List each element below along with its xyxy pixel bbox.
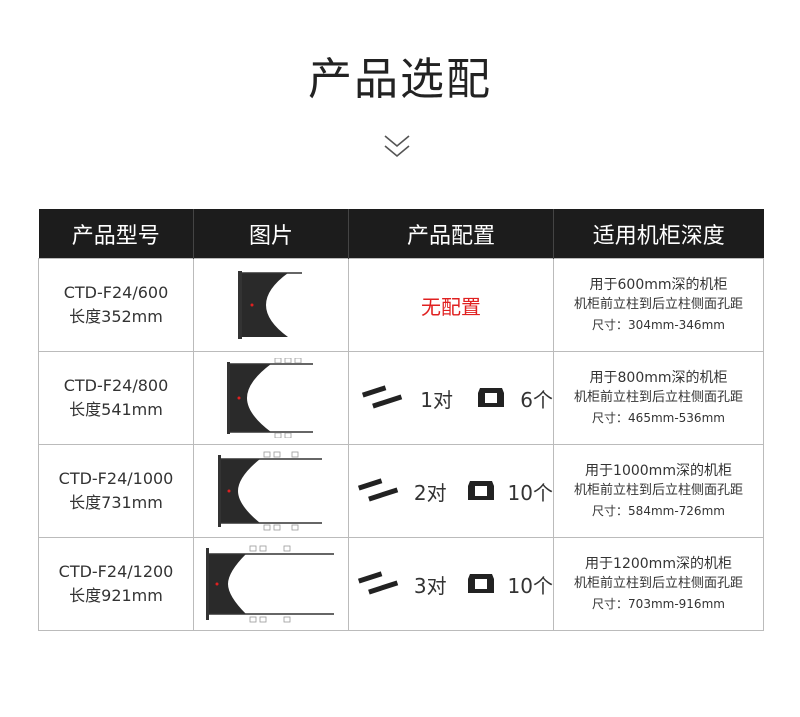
depth-line-1: 用于1000mm深的机柜 bbox=[585, 463, 732, 479]
depth-line-3: 尺寸：584mm-726mm bbox=[592, 504, 725, 518]
header-image: 图片 bbox=[193, 209, 349, 259]
header-model: 产品型号 bbox=[38, 209, 194, 259]
model-length: 长度731mm bbox=[69, 493, 163, 512]
rail-icon bbox=[358, 478, 399, 502]
config-cell: 2对 10个 bbox=[348, 444, 554, 538]
header-config: 产品配置 bbox=[348, 209, 554, 259]
config-cell: 无配置 bbox=[348, 258, 554, 352]
model-length: 长度541mm bbox=[69, 400, 163, 419]
image-cell bbox=[193, 444, 349, 538]
depth-line-2: 机柜前立柱到后立柱侧面孔距 bbox=[573, 483, 743, 498]
model-name: CTD-F24/1000 bbox=[58, 469, 174, 488]
depth-cell: 用于1200mm深的机柜 机柜前立柱到后立柱侧面孔距 尺寸：703mm-916m… bbox=[553, 537, 764, 631]
page-title: 产品选配 bbox=[308, 54, 492, 105]
cable-clip-icon bbox=[468, 574, 495, 593]
depth-line-1: 用于1200mm深的机柜 bbox=[585, 556, 732, 572]
table-row: CTD-F24/1200 长度921mm bbox=[38, 537, 764, 631]
depth-line-1: 用于800mm深的机柜 bbox=[589, 370, 728, 386]
model-cell: CTD-F24/1200 长度921mm bbox=[38, 537, 194, 631]
model-length: 长度352mm bbox=[69, 307, 163, 326]
model-length: 长度921mm bbox=[69, 586, 163, 605]
rail-count: 3对 bbox=[413, 573, 447, 598]
table-row: CTD-F24/600 长度352mm 无配置 用于600mm深的机柜 机柜前立… bbox=[38, 258, 764, 352]
table-header-row: 产品型号 图片 产品配置 适用机柜深度 bbox=[38, 209, 764, 259]
clip-count: 6个 bbox=[520, 387, 553, 412]
depth-line-2: 机柜前立柱到后立柱侧面孔距 bbox=[573, 390, 743, 405]
config-cell: 1对 6个 bbox=[348, 351, 554, 445]
config-cell: 3对 10个 bbox=[348, 537, 554, 631]
spec-table: 产品型号 图片 产品配置 适用机柜深度 CTD-F24/600 长度352mm bbox=[38, 209, 764, 631]
depth-line-2: 机柜前立柱到后立柱侧面孔距 bbox=[573, 576, 743, 591]
depth-line-2: 机柜前立柱到后立柱侧面孔距 bbox=[573, 297, 743, 312]
image-cell bbox=[193, 351, 349, 445]
depth-line-3: 尺寸：304mm-346mm bbox=[592, 318, 725, 332]
model-name: CTD-F24/600 bbox=[63, 283, 169, 302]
cable-clip-icon bbox=[468, 481, 495, 500]
clip-count: 10个 bbox=[507, 480, 553, 505]
chevron-down-icon bbox=[384, 135, 410, 158]
cable-tray-image bbox=[218, 451, 322, 531]
table-row: CTD-F24/800 长度541mm bbox=[38, 351, 764, 445]
cable-clip-icon bbox=[477, 388, 504, 407]
model-cell: CTD-F24/800 长度541mm bbox=[38, 351, 194, 445]
depth-cell: 用于1000mm深的机柜 机柜前立柱到后立柱侧面孔距 尺寸：584mm-726m… bbox=[553, 444, 764, 538]
rail-icon bbox=[361, 385, 402, 409]
cable-tray-image bbox=[227, 358, 313, 438]
cable-tray-image bbox=[206, 545, 334, 623]
header-depth: 适用机柜深度 bbox=[553, 209, 764, 259]
model-cell: CTD-F24/600 长度352mm bbox=[38, 258, 194, 352]
rail-count: 1对 bbox=[420, 387, 453, 412]
model-name: CTD-F24/1200 bbox=[58, 562, 174, 581]
depth-cell: 用于600mm深的机柜 机柜前立柱到后立柱侧面孔距 尺寸：304mm-346mm bbox=[553, 258, 764, 352]
image-cell bbox=[193, 537, 349, 631]
no-config-text: 无配置 bbox=[421, 294, 481, 319]
table-row: CTD-F24/1000 长度731mm bbox=[38, 444, 764, 538]
depth-line-3: 尺寸：703mm-916mm bbox=[592, 597, 725, 611]
image-cell bbox=[193, 258, 349, 352]
depth-line-3: 尺寸：465mm-536mm bbox=[592, 411, 725, 425]
model-name: CTD-F24/800 bbox=[63, 376, 169, 395]
depth-line-1: 用于600mm深的机柜 bbox=[589, 277, 728, 293]
clip-count: 10个 bbox=[507, 573, 553, 598]
depth-cell: 用于800mm深的机柜 机柜前立柱到后立柱侧面孔距 尺寸：465mm-536mm bbox=[553, 351, 764, 445]
model-cell: CTD-F24/1000 长度731mm bbox=[38, 444, 194, 538]
rail-icon bbox=[358, 571, 399, 595]
rail-count: 2对 bbox=[413, 480, 447, 505]
cable-tray-image bbox=[238, 271, 302, 339]
